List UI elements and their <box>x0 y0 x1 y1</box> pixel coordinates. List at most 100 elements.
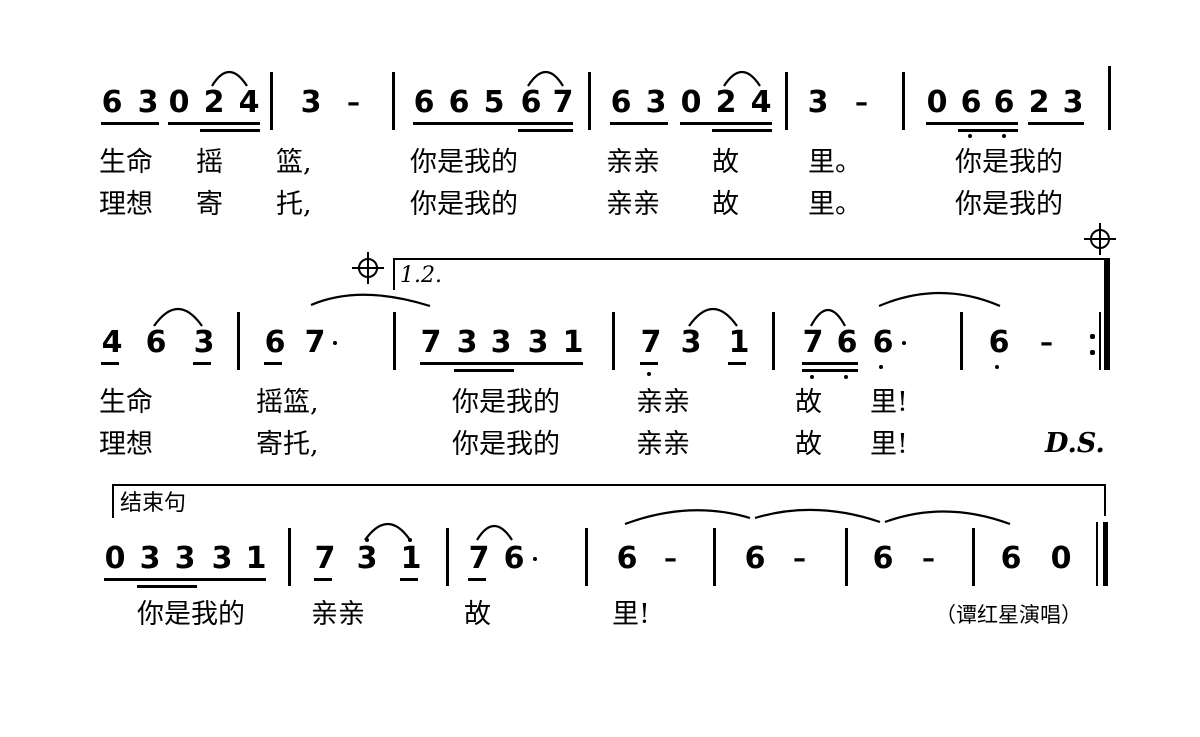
underline <box>400 578 418 581</box>
tie <box>754 508 881 524</box>
underline <box>680 122 772 125</box>
note: 3 <box>456 325 478 360</box>
note: 6 <box>101 85 123 120</box>
dash: – <box>855 88 868 118</box>
repeat-barline-thick <box>1104 258 1110 370</box>
barline <box>270 72 273 130</box>
lyric: 你是我的 <box>137 599 245 630</box>
lyric: 你是我的 <box>452 387 560 418</box>
octave-dot <box>1002 134 1006 138</box>
note: 3 <box>139 541 161 576</box>
note: 6 <box>616 541 638 576</box>
volta-label: 1.2. <box>400 263 442 288</box>
slur <box>364 523 411 541</box>
note: 6 <box>503 541 525 576</box>
note: 1 <box>245 541 267 576</box>
note: 0 <box>926 85 948 120</box>
note: 6 <box>413 85 435 120</box>
underline <box>712 129 772 132</box>
barline <box>446 528 449 586</box>
note: 3 <box>645 85 667 120</box>
slur <box>688 308 738 327</box>
note: 6 <box>993 85 1015 120</box>
lyric: 亲亲 <box>606 189 660 220</box>
underline <box>104 578 266 581</box>
note: 6 <box>960 85 982 120</box>
underline <box>413 122 573 125</box>
ending-label: 结束句 <box>120 491 187 516</box>
lyric: 里。 <box>808 147 862 178</box>
coda-sign-icon <box>1084 223 1116 255</box>
slur <box>310 293 431 308</box>
lyric: 故 <box>795 429 822 460</box>
barline <box>972 528 975 586</box>
volta-bracket-edge <box>393 258 395 290</box>
slur <box>211 70 248 87</box>
note: 6 <box>872 541 894 576</box>
note: 0 <box>1050 541 1072 576</box>
lyric: 里! <box>870 387 908 418</box>
note: 6 <box>872 325 894 360</box>
note: 7 <box>552 85 574 120</box>
barline <box>588 72 591 130</box>
note: 1 <box>400 541 422 576</box>
slur <box>476 524 513 541</box>
lyric: 亲亲 <box>636 387 690 418</box>
note: 7 <box>802 325 824 360</box>
underline <box>420 362 583 365</box>
augmentation-dot <box>902 341 906 345</box>
note: 1 <box>562 325 584 360</box>
lyric: 理想 <box>99 189 153 220</box>
underline <box>454 369 514 372</box>
repeat-dot <box>1090 334 1095 339</box>
lyric: 摇 <box>196 147 223 178</box>
note: 3 <box>680 325 702 360</box>
dash: – <box>922 544 935 574</box>
lyric: 你是我的 <box>955 147 1063 178</box>
lyric: 生命 <box>99 387 153 418</box>
slur <box>723 70 761 87</box>
note: 6 <box>744 541 766 576</box>
barline <box>713 528 716 586</box>
lyric: 你是我的 <box>452 429 560 460</box>
note: 0 <box>168 85 190 120</box>
note: 7 <box>304 325 326 360</box>
underline <box>101 122 159 125</box>
dash: – <box>1040 328 1053 358</box>
note: 6 <box>264 325 286 360</box>
note: 7 <box>640 325 662 360</box>
note: 0 <box>104 541 126 576</box>
barline <box>393 312 396 370</box>
note: 3 <box>356 541 378 576</box>
barline <box>237 312 240 370</box>
octave-dot <box>844 375 848 379</box>
underline <box>264 362 282 365</box>
underline <box>200 129 260 132</box>
note: 4 <box>750 85 772 120</box>
lyric: 故 <box>712 147 739 178</box>
coda-sign-icon <box>352 252 384 284</box>
underline <box>168 122 260 125</box>
augmentation-dot <box>533 557 537 561</box>
volta-bracket <box>393 258 1105 260</box>
note: 2 <box>1028 85 1050 120</box>
note: 6 <box>610 85 632 120</box>
underline <box>518 129 573 132</box>
tie <box>884 510 1011 526</box>
underline <box>101 362 119 365</box>
note: 3 <box>137 85 159 120</box>
barline <box>785 72 788 130</box>
lyric: 里。 <box>808 189 862 220</box>
ending-bracket-edge <box>112 484 114 518</box>
octave-dot <box>810 375 814 379</box>
note: 6 <box>988 325 1010 360</box>
ending-bracket <box>112 484 1105 486</box>
note: 6 <box>1000 541 1022 576</box>
lyric: 理想 <box>99 429 153 460</box>
ending-bracket-edge <box>1104 484 1106 516</box>
note: 1 <box>728 325 750 360</box>
note: 7 <box>314 541 336 576</box>
note: 6 <box>448 85 470 120</box>
lyric: 你是我的 <box>410 189 518 220</box>
note: 3 <box>1062 85 1084 120</box>
